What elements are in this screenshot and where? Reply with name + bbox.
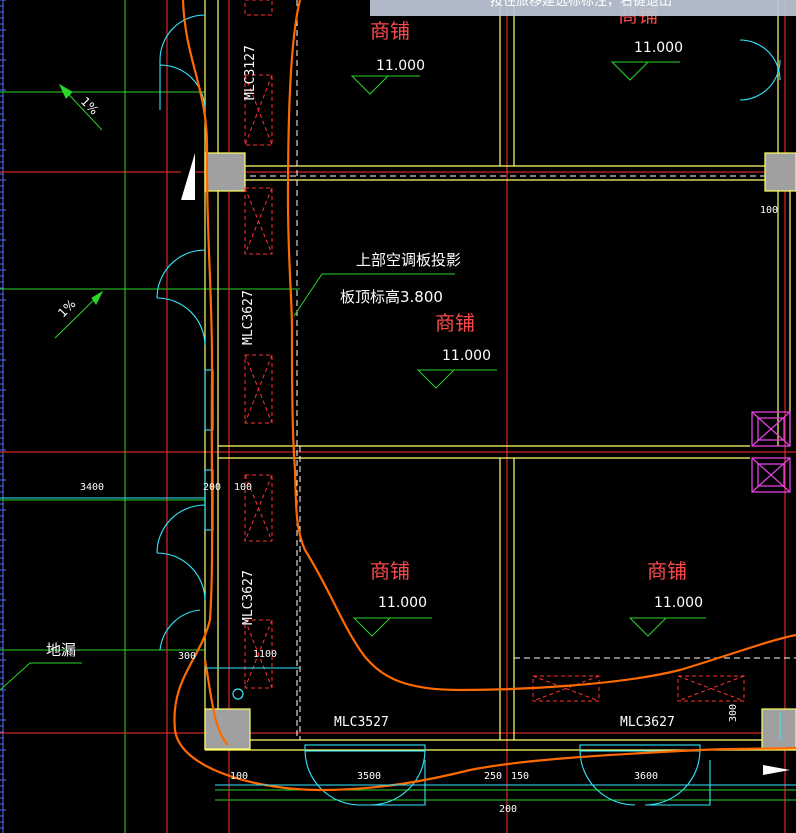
columns: [204, 152, 796, 750]
shafts: [751, 411, 791, 493]
ac-projection-note: 上部空调板投影: [356, 251, 461, 269]
elevation-markers: [350, 61, 706, 637]
elevation-triangle: [350, 75, 390, 95]
elevation-triangle: [416, 369, 456, 389]
room-labels: 商铺 商铺 商铺 商铺 商铺: [370, 3, 687, 583]
window-tag: MLC3527: [334, 715, 389, 730]
dimension-value: 200: [203, 482, 221, 493]
room-name: 商铺: [647, 559, 687, 583]
dimension-value: 3600: [634, 771, 658, 782]
markup-cloud: [173, 0, 796, 792]
dimension-value: 300: [728, 704, 739, 722]
dimension-value: 100: [230, 771, 248, 782]
dimension-text: 3400 200 100 300 1100 100 3500 250 150 2…: [80, 205, 778, 815]
room-elevation: 11.000: [376, 58, 425, 74]
room-elevation: 11.000: [654, 595, 703, 611]
room-elevation: 11.000: [442, 348, 491, 364]
dimension-value: 100: [234, 482, 252, 493]
room-name: 商铺: [370, 559, 410, 583]
window-tag: MLC3127: [243, 45, 258, 100]
room-elevation: 11.000: [378, 595, 427, 611]
window-tags: MLC3127 MLC3627 MLC3627 MLC3527 MLC3627: [241, 45, 675, 730]
dimension-value: 300: [178, 651, 196, 662]
dimension-value: 250: [484, 771, 502, 782]
slope-arrows: [54, 83, 104, 339]
elevation-triangle: [352, 617, 392, 637]
elevation-triangle: [628, 617, 668, 637]
dimension-value: 100: [760, 205, 778, 216]
dimension-value: 1100: [253, 649, 277, 660]
window-markers: [244, 0, 745, 702]
dimension-value: 3400: [80, 482, 104, 493]
left-ruler: [0, 0, 6, 833]
elevation-triangle: [610, 61, 650, 81]
dimension-value: 150: [511, 771, 529, 782]
leader-lines: [0, 273, 455, 691]
floor-drain-note: 地漏: [46, 641, 76, 659]
dimension-value: 3500: [357, 771, 381, 782]
window-tag: MLC3627: [241, 290, 256, 345]
tooltip-text: 按住旅移建选标标注，右键退出: [490, 0, 673, 9]
dashed-lines: [220, 0, 796, 740]
window-tag: MLC3627: [241, 570, 256, 625]
dimension-value: 200: [499, 804, 517, 815]
window-tag: MLC3627: [620, 715, 675, 730]
doors: [156, 14, 781, 806]
room-name: 商铺: [435, 311, 475, 335]
room-elevation: 11.000: [634, 40, 683, 56]
dimension-lines: [0, 497, 796, 786]
command-tooltip: 按住旅移建选标标注，右键退出: [370, 0, 796, 16]
section-marker: [181, 153, 790, 775]
slab-elevation-note: 板顶标高3.800: [340, 288, 443, 306]
room-name: 商铺: [370, 19, 410, 43]
room-elevations: 11.000 11.000 11.000 11.000 11.000: [376, 40, 703, 611]
